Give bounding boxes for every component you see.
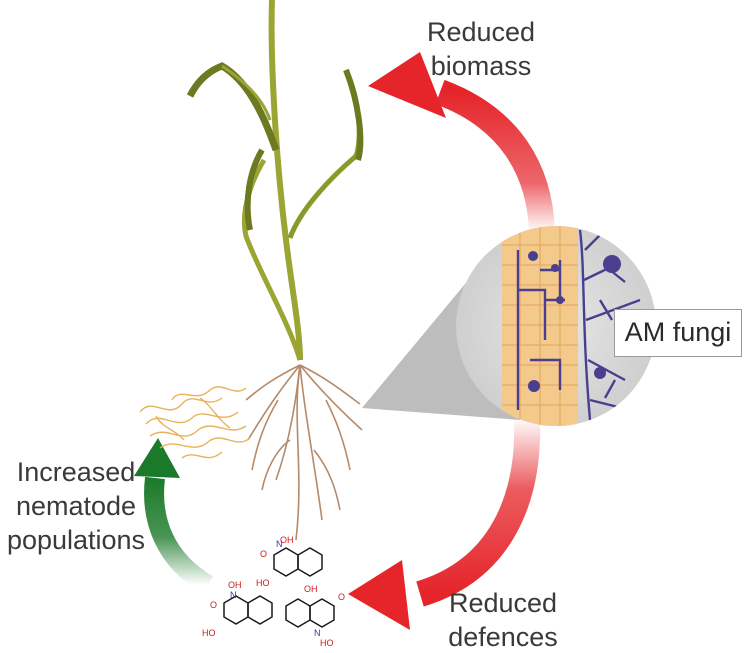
label-am-fungi: AM fungi [614,309,742,357]
fungal-spore [594,367,606,379]
arrow-reduced-defences [348,417,541,630]
label-line: Increased [16,457,136,487]
plant-roots [245,364,363,541]
arrowhead-biomass [368,52,446,118]
chem-ho: HO [256,578,270,588]
defence-molecules [223,547,335,628]
chem-n: N [276,539,283,549]
label-line: biomass [430,51,532,81]
chem-ho: HO [320,638,334,648]
label-line: defences [448,622,558,652]
arrowhead-defences [348,560,410,630]
chem-n: N [230,590,237,600]
molecule-ring [297,547,323,577]
chem-ho: HO [202,628,216,638]
arrowhead-nematodes [134,438,180,478]
chem-oh: OH [304,584,318,594]
label-line: Reduced [426,17,536,47]
label-increased-nematodes: Increased nematode populations [0,455,152,557]
label-reduced-defences: Reduced defences [420,586,586,653]
label-reduced-biomass: Reduced biomass [398,15,564,83]
label-line: populations [6,525,146,555]
molecule-labels: OH O N HO OH O N HO OH O N HO [202,535,345,648]
arrow-reduced-biomass [368,52,555,233]
fungal-spore [603,255,621,273]
chem-o: O [260,549,267,559]
chem-n: N [314,628,321,638]
plant-shoot [186,0,364,361]
chem-o: O [210,600,217,610]
chem-o: O [338,592,345,602]
label-line: Reduced [448,588,558,618]
chem-oh: OH [228,580,242,590]
arrow-increased-nematodes [134,438,214,594]
fungal-hyphae [516,229,641,421]
chem-oh: OH [280,535,294,545]
root-cortex-view [502,226,641,426]
label-line: nematode [15,491,137,521]
nematodes [139,386,251,459]
